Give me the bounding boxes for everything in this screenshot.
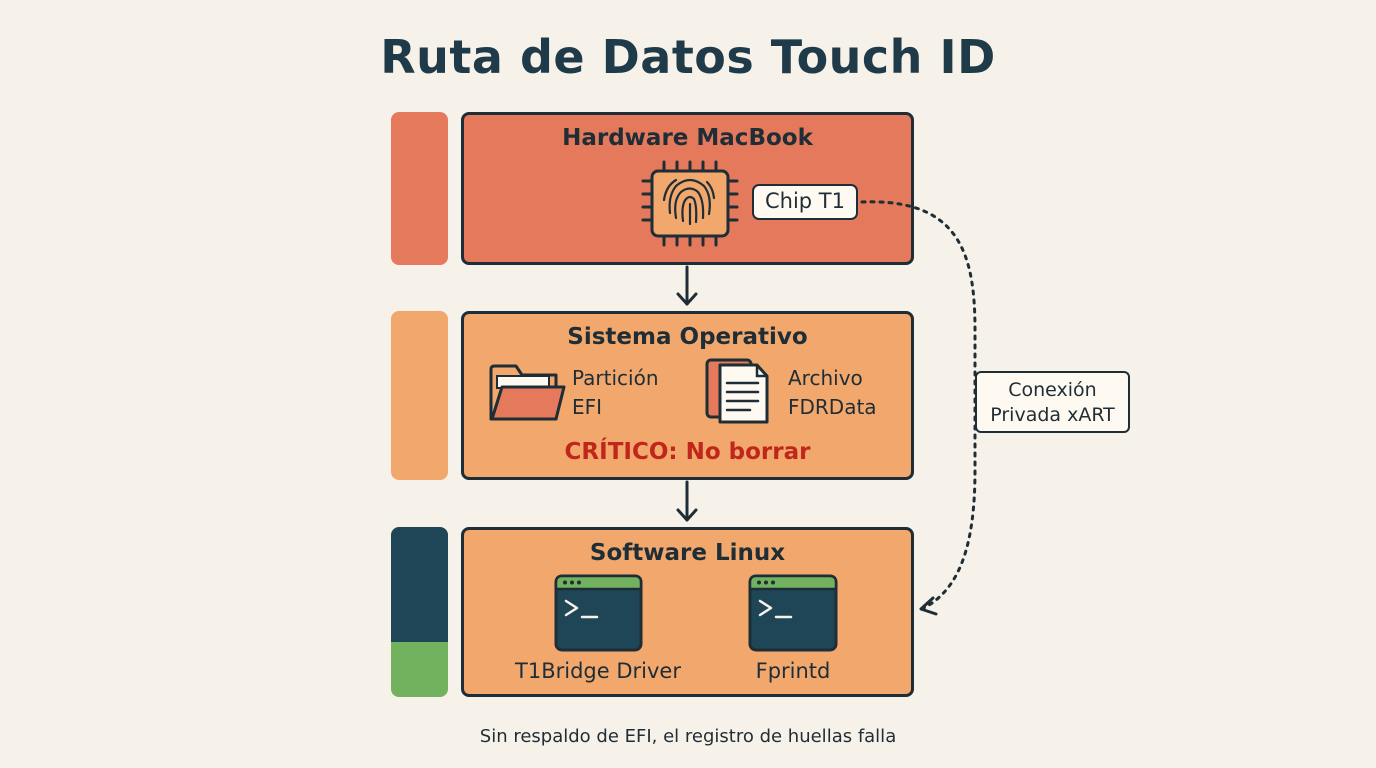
os-layer-title: Sistema Operativo	[567, 324, 808, 350]
fprintd-label: Fprintd	[755, 659, 831, 683]
private-connection-label: Conexión Privada xART	[975, 371, 1130, 433]
efi-partition-label-line1: Partición	[572, 366, 659, 390]
software-color-bar-green	[391, 642, 448, 697]
private-connection-label-line1: Conexión	[1008, 379, 1097, 401]
hardware-color-bar	[391, 112, 448, 265]
folder-icon	[489, 364, 566, 421]
os-color-bar	[391, 311, 448, 480]
private-connection-label-line2: Privada xART	[990, 404, 1115, 426]
efi-partition-label: Partición EFI	[572, 364, 659, 422]
software-layer-title: Software Linux	[589, 540, 786, 566]
hardware-layer-title: Hardware MacBook	[562, 125, 813, 151]
fdrdata-file-label-line1: Archivo	[788, 366, 863, 390]
down-arrow-icon	[676, 480, 698, 522]
fdrdata-file-label-line2: FDRData	[788, 395, 877, 419]
fingerprint-chip-icon	[641, 160, 739, 247]
terminal-icon	[748, 574, 838, 652]
footer-note: Sin respaldo de EFI, el registro de huel…	[479, 726, 897, 747]
down-arrow-icon	[676, 265, 698, 306]
efi-partition-label-line2: EFI	[572, 395, 603, 419]
private-connection-line	[860, 200, 977, 616]
t1bridge-driver-label: T1Bridge Driver	[515, 659, 681, 683]
fdrdata-file-label: Archivo FDRData	[788, 364, 877, 422]
software-color-bar-dark	[391, 527, 448, 642]
chip-t1-label: Chip T1	[752, 184, 858, 220]
software-layer: Software Linux	[461, 527, 914, 697]
critical-warning: CRÍTICO: No borrar	[564, 439, 811, 465]
document-icon	[705, 358, 769, 424]
terminal-icon	[554, 574, 643, 652]
page-title: Ruta de Datos Touch ID	[380, 30, 996, 84]
